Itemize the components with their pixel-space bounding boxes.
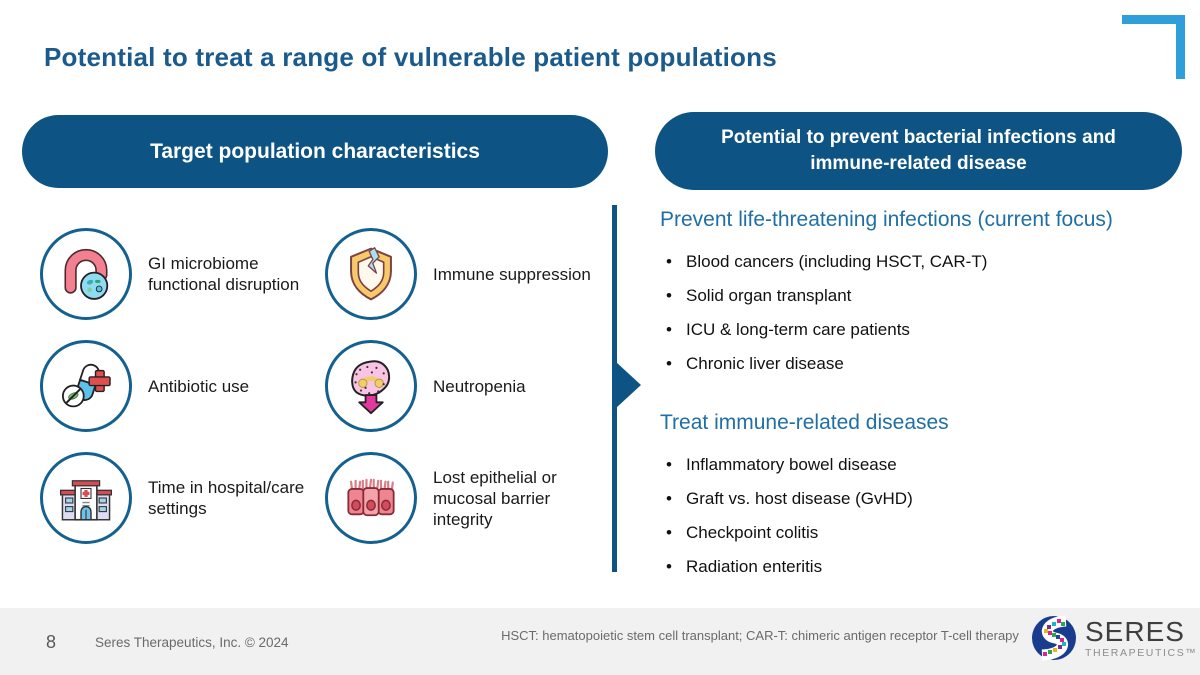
bullet-item: Blood cancers (including HSCT, CAR-T): [660, 245, 1180, 279]
divider-line: [612, 205, 617, 572]
bullet-item: Radiation enteritis: [660, 550, 1180, 584]
bullet-list: Inflammatory bowel disease Graft vs. hos…: [660, 448, 1180, 584]
cracked-shield-icon: [325, 228, 417, 320]
section-treat-immune: Treat immune-related diseases Inflammato…: [660, 411, 1180, 584]
grid-item-gi-microbiome: GI microbiome functional disruption: [40, 218, 325, 330]
hospital-building-icon: [40, 452, 132, 544]
footer: 8 Seres Therapeutics, Inc. © 2024 HSCT: …: [0, 608, 1200, 675]
grid-item-label: Lost epithelial or mucosal barrier integ…: [433, 467, 557, 529]
section-prevent-infections: Prevent life-threatening infections (cur…: [660, 208, 1180, 381]
logo-subtitle: THERAPEUTICS™: [1085, 646, 1198, 659]
grid-item-hospital-time: Time in hospital/care settings: [40, 442, 325, 554]
seres-logo: SERES THERAPEUTICS™: [1030, 614, 1197, 662]
section-heading: Prevent life-threatening infections (cur…: [660, 208, 1113, 231]
copyright-text: Seres Therapeutics, Inc. © 2024: [95, 635, 289, 650]
epithelial-cells-icon: [325, 452, 417, 544]
bullet-list: Blood cancers (including HSCT, CAR-T) So…: [660, 245, 1180, 381]
antibiotic-capsule-icon: [40, 340, 132, 432]
grid-item-label: Time in hospital/care settings: [148, 478, 305, 518]
abbreviation-footnote: HSCT: hematopoietic stem cell transplant…: [501, 628, 1019, 643]
neutrophil-down-arrow-icon: [325, 340, 417, 432]
page-number: 8: [46, 632, 57, 652]
grid-item-label: Immune suppression: [433, 264, 591, 284]
gi-tract-microbe-icon: [40, 228, 132, 320]
grid-item-label: Neutropenia: [433, 376, 526, 396]
grid-item-epithelial-barrier: Lost epithelial or mucosal barrier integ…: [325, 442, 600, 554]
bullet-item: Inflammatory bowel disease: [660, 448, 1180, 482]
left-panel-header: Target population characteristics: [22, 115, 608, 188]
grid-item-antibiotic-use: Antibiotic use: [40, 330, 325, 442]
section-heading: Treat immune-related diseases: [660, 411, 949, 434]
bullet-item: Graft vs. host disease (GvHD): [660, 482, 1180, 516]
grid-item-label: Antibiotic use: [148, 376, 250, 396]
divider-arrow-icon: [616, 362, 641, 408]
grid-item-label: GI microbiome functional disruption: [148, 254, 300, 294]
grid-item-neutropenia: Neutropenia: [325, 330, 600, 442]
logo-name: SERES: [1085, 615, 1185, 647]
right-panel-content: Prevent life-threatening infections (cur…: [660, 208, 1180, 614]
page-title: Potential to treat a range of vulnerable…: [44, 42, 777, 72]
seres-logo-text: SERES THERAPEUTICS™: [1085, 615, 1198, 659]
right-panel-header: Potential to prevent bacterial infection…: [655, 112, 1182, 190]
bullet-item: Solid organ transplant: [660, 279, 1180, 313]
target-population-grid: GI microbiome functional disruption Immu…: [40, 218, 600, 554]
corner-bracket-vertical: [1176, 15, 1185, 79]
bullet-item: Chronic liver disease: [660, 347, 1180, 381]
bullet-item: Checkpoint colitis: [660, 516, 1180, 550]
bullet-item: ICU & long-term care patients: [660, 313, 1180, 347]
grid-item-immune-suppression: Immune suppression: [325, 218, 600, 330]
corner-bracket-horizontal: [1122, 15, 1185, 24]
seres-logo-sphere-icon: [1030, 614, 1078, 662]
